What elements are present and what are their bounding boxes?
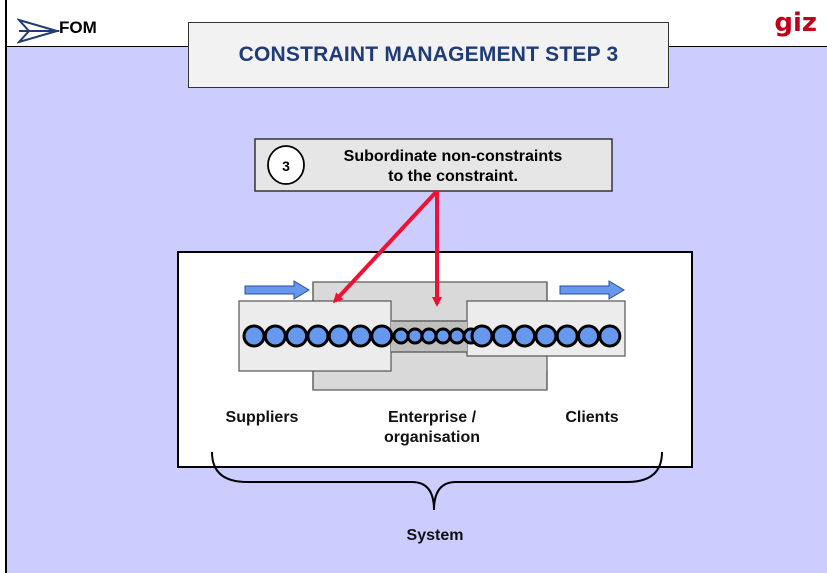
bead <box>327 324 351 348</box>
system-label: System <box>406 527 464 544</box>
slide: FOM giz CONSTRAINT MANAGEMENT STEP 3 3 S… <box>5 0 827 573</box>
bead <box>263 324 287 348</box>
page-title: CONSTRAINT MANAGEMENT STEP 3 <box>238 43 619 66</box>
bead <box>434 327 452 345</box>
bead <box>285 324 309 348</box>
bead <box>577 324 600 348</box>
title-box: CONSTRAINT MANAGEMENT STEP 3 <box>188 22 669 88</box>
bead <box>491 324 515 348</box>
bead-chain <box>242 324 622 348</box>
bead <box>406 327 424 345</box>
bead <box>534 324 558 348</box>
bead <box>349 324 372 348</box>
step-box <box>254 138 613 192</box>
bead <box>555 324 579 348</box>
bead <box>448 327 466 345</box>
suppliers-label: Suppliers <box>225 409 299 426</box>
enterprise-pipe-bottom <box>312 369 548 391</box>
output-flow-arrow-icon <box>559 280 625 300</box>
bead <box>420 327 438 345</box>
bead <box>370 324 394 348</box>
giz-logo: giz <box>774 8 817 38</box>
step-text-line2: to the constraint. <box>388 168 518 185</box>
system-brace <box>211 451 663 511</box>
fom-logo-icon <box>17 18 61 44</box>
bead <box>470 324 494 348</box>
bead <box>598 324 622 348</box>
bead <box>306 324 330 348</box>
enterprise-label-line1: Enterprise / <box>387 409 477 426</box>
bead <box>392 327 410 345</box>
input-flow-arrow-icon <box>244 280 310 300</box>
fom-logo-text: FOM <box>59 18 97 37</box>
red-arrow-to-suppliers-icon <box>332 189 439 304</box>
bead <box>513 324 537 348</box>
step-number-circle <box>267 145 305 185</box>
enterprise-label-line2: organisation <box>383 429 480 446</box>
clients-label: Clients <box>565 409 619 426</box>
constraint-diagram: 3 Subordinate non-constraints to the con… <box>177 138 693 511</box>
bead <box>242 324 266 348</box>
step-text-line1: Subordinate non-constraints <box>344 148 563 165</box>
step-number: 3 <box>282 158 290 174</box>
